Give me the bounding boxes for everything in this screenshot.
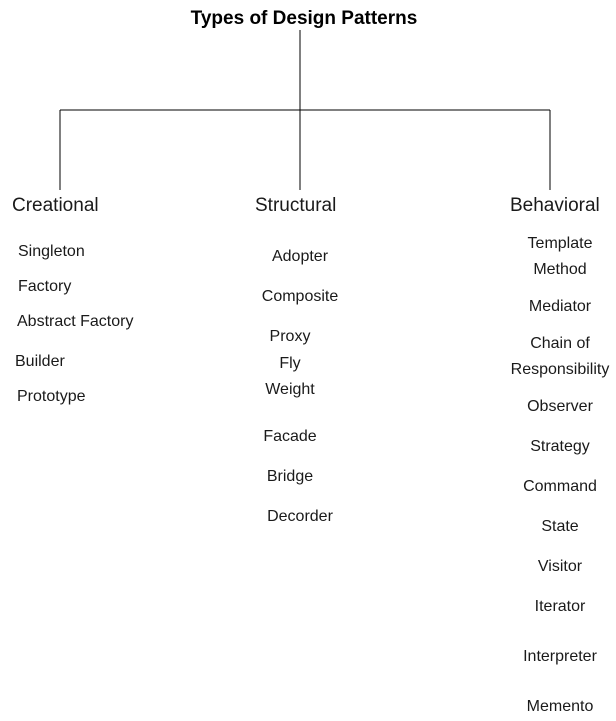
- structural-item-decorder: Decorder: [267, 508, 333, 525]
- behavioral-item-visitor: Visitor: [537, 558, 583, 575]
- structural-item-fly: Fly: [279, 355, 301, 372]
- structural-item-adopter: Adopter: [271, 248, 329, 265]
- structural-item-proxy: Proxy: [269, 328, 311, 345]
- creational-item-factory: Factory: [18, 278, 72, 295]
- category-creational: Creational: [12, 195, 99, 216]
- creational-item-prototype: Prototype: [17, 388, 86, 405]
- behavioral-item-responsibility: Responsibility: [510, 361, 610, 378]
- behavioral-item-mediator: Mediator: [528, 298, 592, 315]
- behavioral-item-command: Command: [523, 478, 597, 495]
- creational-item-builder: Builder: [15, 353, 65, 370]
- behavioral-item-observer: Observer: [527, 398, 593, 415]
- behavioral-item-interpreter: Interpreter: [523, 648, 597, 665]
- category-behavioral: Behavioral: [510, 195, 600, 216]
- behavioral-item-strategy: Strategy: [530, 438, 590, 455]
- behavioral-item-iterator: Iterator: [534, 598, 586, 615]
- behavioral-item-chain-of: Chain of: [530, 335, 590, 352]
- behavioral-item-state: State: [541, 518, 579, 535]
- structural-item-weight: Weight: [265, 381, 315, 398]
- creational-item-singleton: Singleton: [18, 243, 85, 260]
- behavioral-item-template: Template: [527, 235, 593, 252]
- diagram-title: Types of Design Patterns: [190, 8, 418, 29]
- behavioral-item-method: Method: [533, 261, 587, 278]
- category-structural: Structural: [255, 195, 337, 216]
- structural-item-bridge: Bridge: [266, 468, 314, 485]
- structural-item-composite: Composite: [261, 288, 339, 305]
- creational-item-abstract-factory: Abstract Factory: [17, 313, 134, 330]
- structural-item-facade: Facade: [263, 428, 317, 445]
- behavioral-item-memento: Memento: [526, 698, 594, 715]
